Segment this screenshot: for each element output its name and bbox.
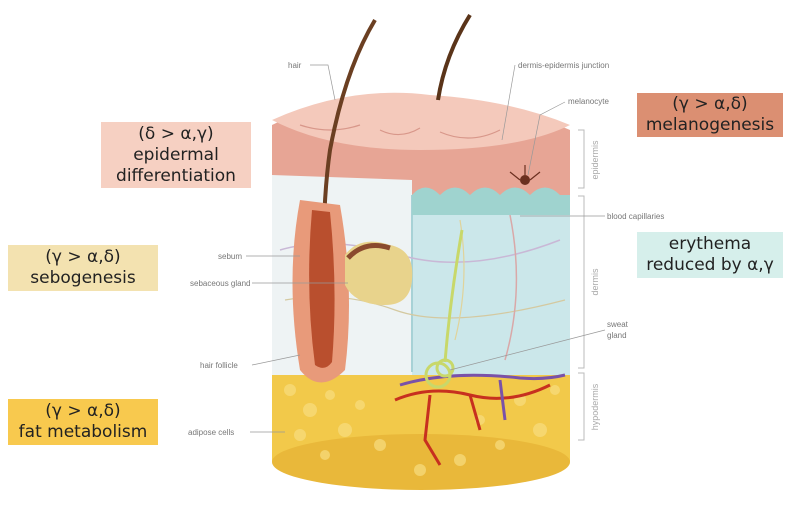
- dermis-layer-label: dermis: [590, 268, 600, 296]
- sebogenesis-callout-line1: (γ > α,δ): [45, 247, 120, 268]
- hair-follicle: [293, 200, 350, 383]
- epidermal-callout-line2: epidermal: [133, 145, 219, 166]
- sebogenesis-callout-line2: sebogenesis: [30, 268, 135, 289]
- melanogenesis-callout-line1: (γ > α,δ): [672, 94, 747, 115]
- melanogenesis-callout-line2: melanogenesis: [646, 115, 774, 136]
- hair-follicle-label: hair follicle: [200, 361, 238, 370]
- adipose-cells-label: adipose cells: [188, 428, 234, 437]
- erythema-callout-line1: erythema: [669, 234, 751, 255]
- dermis-epidermis-junction-label: dermis-epidermis junction: [518, 61, 609, 70]
- epidermal-callout-line3: differentiation: [116, 166, 236, 187]
- hypodermis-layer-label: hypodermis: [590, 383, 600, 430]
- hair-label: hair: [288, 61, 302, 70]
- melanogenesis-callout: (γ > α,δ) melanogenesis: [637, 93, 783, 137]
- sebum-label: sebum: [218, 252, 242, 261]
- fat-callout-line2: fat metabolism: [19, 422, 148, 443]
- epidermis-layer-label: epidermis: [590, 140, 600, 180]
- fat-callout-line1: (γ > α,δ): [45, 401, 120, 422]
- fat-metabolism-callout: (γ > α,δ) fat metabolism: [8, 399, 158, 445]
- sebaceous-gland-label: sebaceous gland: [190, 279, 251, 288]
- sweat-gland-label-line1: sweat: [607, 320, 629, 329]
- layer-brackets: [578, 130, 584, 440]
- hypodermis-layer: [272, 370, 570, 490]
- melanocyte-label: melanocyte: [568, 97, 609, 106]
- sebaceous-gland: [345, 242, 412, 305]
- epidermal-callout-line1: (δ > α,γ): [138, 124, 213, 145]
- erythema-callout: erythema reduced by α,γ: [637, 232, 783, 278]
- sebogenesis-callout: (γ > α,δ) sebogenesis: [8, 245, 158, 291]
- blood-capillaries-label: blood capillaries: [607, 212, 664, 221]
- epidermal-differentiation-callout: (δ > α,γ) epidermal differentiation: [101, 122, 251, 188]
- erythema-callout-line2: reduced by α,γ: [646, 255, 774, 276]
- sweat-gland-label-line2: gland: [607, 331, 627, 340]
